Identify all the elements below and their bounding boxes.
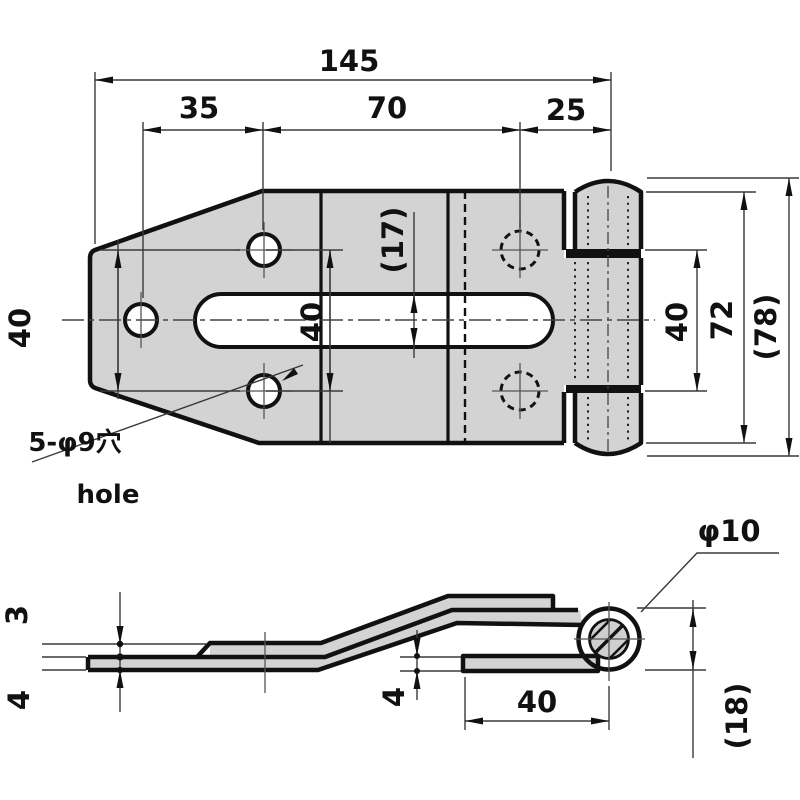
dim-78-label: (78) [749,294,783,361]
knuckle-top-outline [573,178,644,249]
dim-left-end-height: 40 [3,240,240,399]
top-view: 145 35 70 25 40 40 [3,44,799,510]
leaf-b-outline [460,653,601,674]
holes-note-jp: 5-φ9穴 [28,428,121,458]
dim-4-mid-label: 4 [377,687,411,707]
dim-40-mid-label: 40 [295,302,329,342]
dim-leaf-length: 40 [464,677,610,730]
knuckle-joint-bar-bottom [566,385,641,393]
plate-outline [87,188,564,446]
dim-leaf-thickness: 4 [377,630,461,707]
dim-70-label: 70 [367,91,407,125]
dim-phi10-label: φ10 [697,514,760,548]
dim-slot-width: (17) [376,207,418,358]
dim-4-left-label: 4 [2,690,36,710]
lower-layer-fill [88,610,582,670]
holes-note-en: hole [77,480,140,510]
side-view: 3 4 4 40 (18) [0,514,779,758]
profile-outline [85,593,601,674]
dim-72-label: 72 [705,300,739,340]
dim-hole-pitch-mid: 40 [266,249,343,443]
dim-40-bottom-label: 40 [517,685,557,719]
dim-3-label: 3 [0,605,34,625]
dim-plate-height: 72 [646,191,756,444]
dim-18-label: (18) [720,683,754,750]
dim-25-label: 25 [546,93,586,127]
dim-145-label: 145 [319,44,380,78]
leader-arrowhead [282,368,298,381]
leaf-b-fill [463,656,598,671]
dim-overall-height: (78) [647,177,799,457]
dim-overall-length: 145 [94,44,612,244]
holes-note: 5-φ9穴 hole [28,364,304,510]
dim-hole-pitch-right: 40 [645,249,707,392]
dim-17-label: (17) [376,207,410,274]
dim-35-label: 35 [179,91,219,125]
knuckle-hidden-lines [574,186,629,452]
dim-thickness-left: 3 4 [0,592,207,712]
knuckle-joint-bar-top [566,249,641,258]
dim-40-right-label: 40 [660,302,694,342]
knuckle-bottom-outline [573,393,644,457]
upper-layer-fill [210,596,553,657]
pin-diameter-note: φ10 [640,514,779,613]
dim-40-left-label: 40 [3,308,37,348]
dim-chain-35-70-25: 35 70 25 [142,91,611,298]
dim-knuckle-od: (18) [637,600,754,758]
